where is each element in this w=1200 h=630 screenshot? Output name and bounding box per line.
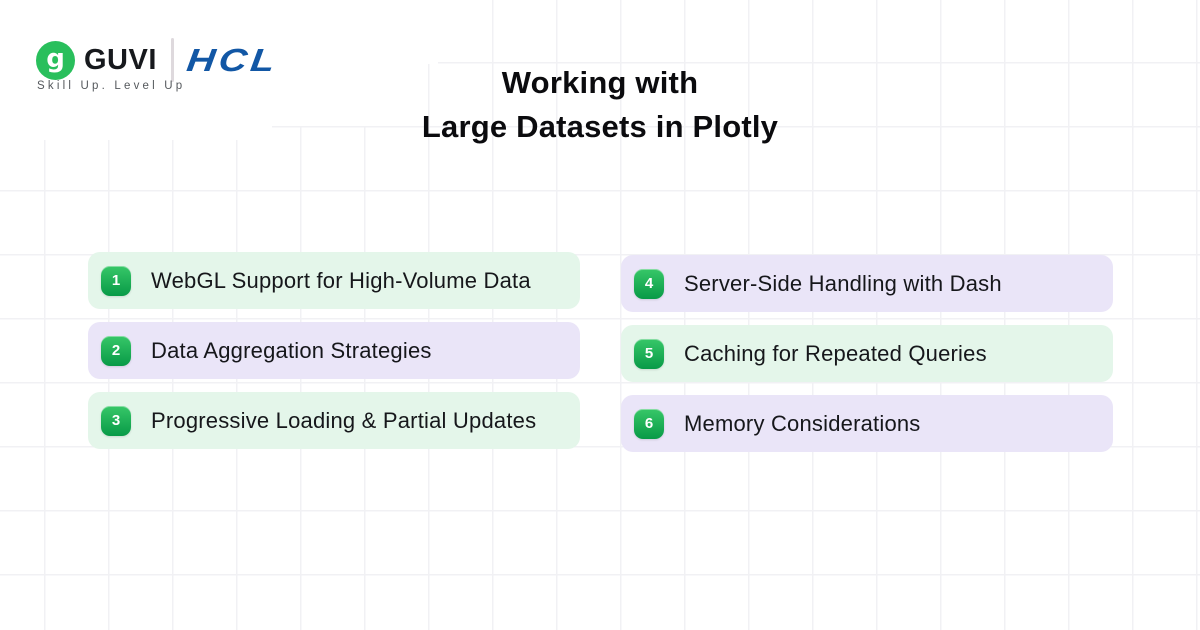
item-number-badge: 1 [101,265,131,296]
item-number-badge: 2 [101,335,131,366]
brand-tagline: Skill Up. Level Up [37,80,186,92]
items-column-left: 1 WebGL Support for High-Volume Data 2 D… [88,252,580,449]
list-item: 5 Caching for Repeated Queries [621,325,1113,382]
items-column-right: 4 Server-Side Handling with Dash 5 Cachi… [621,255,1113,452]
item-number-badge: 6 [634,408,664,439]
item-number-badge: 4 [634,268,664,299]
item-label: Progressive Loading & Partial Updates [151,407,537,433]
guvi-wordmark: GUVI [84,43,157,76]
item-label: Caching for Repeated Queries [684,340,987,366]
item-label: Data Aggregation Strategies [151,337,432,363]
guvi-logo-icon: g [36,40,75,80]
logo-divider [170,38,174,82]
brand-logos: g GUVI HCL [36,38,280,82]
item-label: WebGL Support for High-Volume Data [151,267,531,293]
guvi-icon-glyph: g [46,43,65,74]
list-item: 2 Data Aggregation Strategies [88,322,580,379]
page-title-line-1: Working with [501,65,699,100]
page-title: Working with Large Datasets in Plotly [0,61,1200,149]
list-item: 4 Server-Side Handling with Dash [621,255,1113,312]
page-title-line-2: Large Datasets in Plotly [421,109,779,144]
item-number-badge: 5 [634,338,664,369]
list-item: 3 Progressive Loading & Partial Updates [88,392,580,449]
item-label: Memory Considerations [684,410,921,436]
list-item: 1 WebGL Support for High-Volume Data [88,252,580,309]
item-label: Server-Side Handling with Dash [684,270,1002,296]
list-item: 6 Memory Considerations [621,395,1113,452]
item-number-badge: 3 [101,405,131,436]
